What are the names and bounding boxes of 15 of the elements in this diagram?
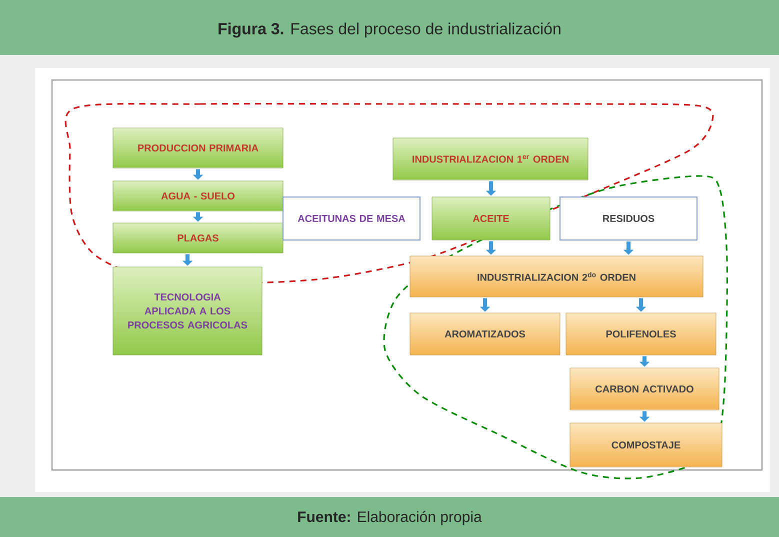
process-box: CARBON ACTIVADO — [570, 368, 720, 410]
process-box: AGUA - SUELO — [112, 180, 284, 212]
process-box: POLIFENOLES — [566, 312, 716, 356]
process-box: COMPOSTAJE — [570, 422, 722, 468]
outlined-box: RESIDUOS — [560, 196, 698, 240]
process-box: INDUSTRIALIZACION 1$^{er}$ ORDEN — [392, 138, 588, 180]
process-box: TECNOLOGIA APLICADA A LOS PROCESOS AGRICOLAS — [112, 266, 262, 356]
title-band: Figura 3. Fases del proceso de industrialización — [0, 0, 779, 55]
process-box: PLAGAS — [112, 222, 284, 254]
process-box: INDUSTRIALIZACION 2$^{do}$ ORDEN — [410, 256, 704, 298]
process-box: AROMATIZADOS — [410, 312, 560, 356]
process-box: PRODUCCION PRIMARIA — [112, 128, 284, 168]
process-box: ACEITE — [432, 196, 550, 240]
caption-band: Fuente: Elaboración propia — [0, 497, 779, 537]
outlined-box: ACEITUNAS DE MESA — [282, 196, 420, 240]
